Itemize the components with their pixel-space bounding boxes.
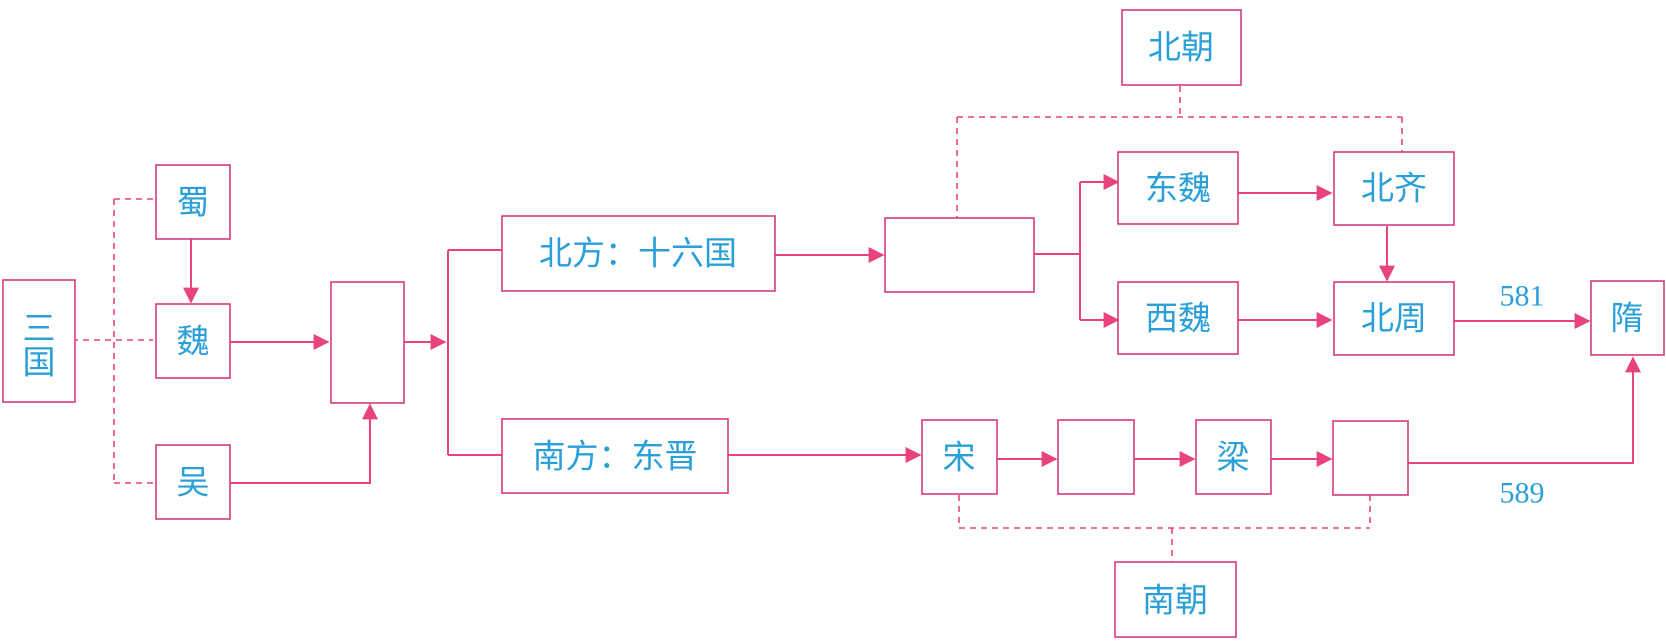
year-581-label: 581	[1500, 280, 1545, 313]
node-chen-blank	[1332, 420, 1409, 496]
node-wei: 魏	[155, 303, 231, 379]
node-shu-label: 蜀	[177, 183, 210, 222]
node-xi-wei-label: 西魏	[1145, 299, 1211, 338]
year-589-label: 589	[1500, 477, 1545, 510]
node-bei-qi-label: 北齐	[1361, 169, 1427, 208]
node-nan-chao: 南朝	[1114, 561, 1237, 638]
node-wei-label: 魏	[177, 322, 210, 361]
node-xi-wei: 西魏	[1117, 281, 1239, 355]
arrow-wu-to-jin	[230, 403, 378, 484]
node-south-dongjin: 南方：东晋	[501, 418, 729, 494]
arrow-chen-to-sui	[1408, 356, 1641, 464]
node-bei-zhou: 北周	[1333, 281, 1455, 356]
node-dong-wei: 东魏	[1117, 151, 1239, 225]
node-jin-blank	[330, 281, 405, 404]
three-kingdoms-bracket	[72, 198, 156, 484]
node-liang-label: 梁	[1217, 438, 1250, 477]
node-song-label: 宋	[943, 438, 976, 477]
node-wu-label: 吴	[177, 463, 210, 502]
node-bei-chao: 北朝	[1121, 9, 1242, 86]
node-nan-chao-label: 南朝	[1142, 581, 1208, 620]
node-bei-chao-label: 北朝	[1148, 28, 1214, 67]
southern-dynasties-bracket	[958, 495, 1371, 562]
northern-dynasties-bracket	[956, 86, 1403, 218]
node-three-kingdoms: 三 国	[2, 279, 76, 403]
node-sui-label: 隋	[1611, 299, 1644, 338]
node-dong-wei-label: 东魏	[1145, 169, 1211, 208]
node-liang: 梁	[1195, 419, 1272, 495]
node-north-sixteen-kingdoms-label: 北方：十六国	[539, 234, 737, 273]
node-bei-zhou-label: 北周	[1361, 299, 1427, 338]
node-song: 宋	[921, 419, 998, 495]
node-three-kingdoms-char1: 三	[23, 309, 56, 348]
node-qi-blank	[1057, 419, 1135, 495]
node-three-kingdoms-char2: 国	[23, 343, 56, 382]
connectors	[183, 174, 1641, 484]
node-shu: 蜀	[155, 164, 231, 240]
node-north-sixteen-kingdoms: 北方：十六国	[501, 215, 776, 292]
node-bei-qi: 北齐	[1333, 151, 1455, 226]
node-north-unified-blank	[884, 217, 1035, 293]
node-wu: 吴	[155, 444, 231, 520]
node-south-dongjin-label: 南方：东晋	[533, 437, 698, 476]
node-sui: 隋	[1590, 280, 1665, 356]
